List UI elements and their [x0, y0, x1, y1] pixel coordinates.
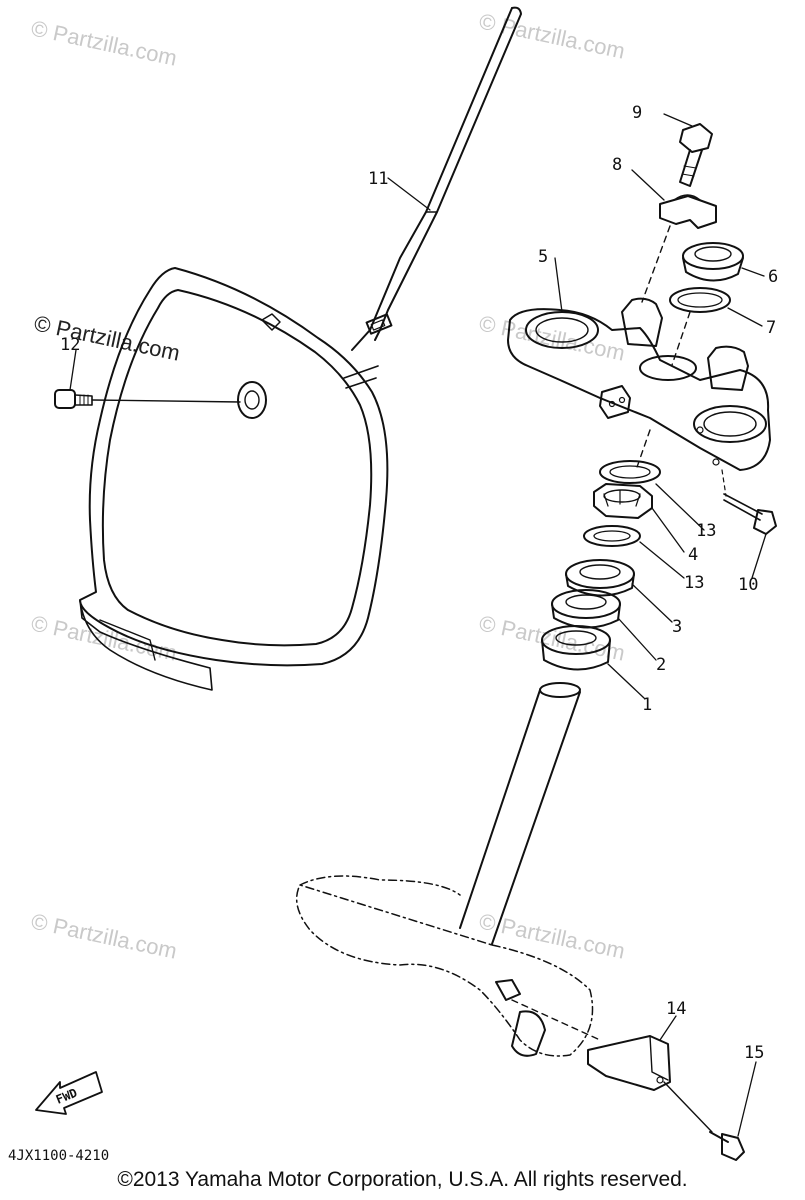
number-plate: [79, 6, 522, 691]
callout-15: 15: [744, 1043, 764, 1063]
diagram-code: 4JX1100-4210: [8, 1148, 110, 1164]
callout-11: 11: [368, 169, 388, 189]
callout-13-upper: 13: [696, 521, 716, 541]
copyright-notice: ©2013 Yamaha Motor Corporation, U.S.A. A…: [117, 1168, 688, 1191]
watermark: © Partzilla.com: [29, 610, 179, 665]
lower-bracket-lug: [495, 979, 601, 1057]
callout-9: 9: [632, 103, 642, 123]
callout-2: 2: [656, 655, 666, 675]
callout-14: 14: [666, 999, 686, 1019]
watermark: © Partzilla.com: [29, 908, 179, 963]
watermark: © Partzilla.com: [477, 908, 627, 963]
watermark: © Partzilla.com: [477, 610, 627, 665]
handlebar-clamp-8: [641, 194, 717, 303]
callout-8: 8: [612, 155, 622, 175]
washer-13-upper: [599, 460, 661, 484]
hose-guide-14: [587, 1035, 713, 1133]
nut-6: [682, 242, 744, 282]
pinch-bolt-9: [679, 123, 713, 187]
watermark: © Partzilla.com: [29, 15, 179, 70]
plate-bolt-12: [54, 389, 241, 409]
upper-bracket-5: [507, 297, 771, 471]
washer-7: [669, 287, 731, 366]
callout-12: 12: [60, 335, 80, 355]
leader-lines: [69, 113, 767, 1137]
clamp-bolt-10: [721, 469, 777, 535]
callout-7: 7: [766, 318, 776, 338]
dust-seal-3: [565, 559, 635, 597]
ring-nut-4: [593, 483, 653, 519]
callout-3: 3: [672, 617, 682, 637]
callout-10: 10: [738, 575, 758, 595]
watermark-dark: © Partzilla.com: [32, 310, 182, 365]
fwd-arrow-icon: [35, 1071, 103, 1115]
callout-6: 6: [768, 267, 778, 287]
callout-1: 1: [642, 695, 652, 715]
bolt-15: [709, 1131, 745, 1161]
bearing-1: [541, 625, 611, 671]
steering-stem: [459, 682, 581, 945]
lower-bracket-outline: [295, 875, 594, 1057]
watermark-group: © Partzilla.com © Partzilla.com © Partzi…: [29, 8, 627, 963]
washer-13-lower: [583, 525, 641, 547]
callout-5: 5: [538, 247, 548, 267]
callout-4: 4: [688, 545, 698, 565]
callout-13-lower: 13: [684, 573, 704, 593]
